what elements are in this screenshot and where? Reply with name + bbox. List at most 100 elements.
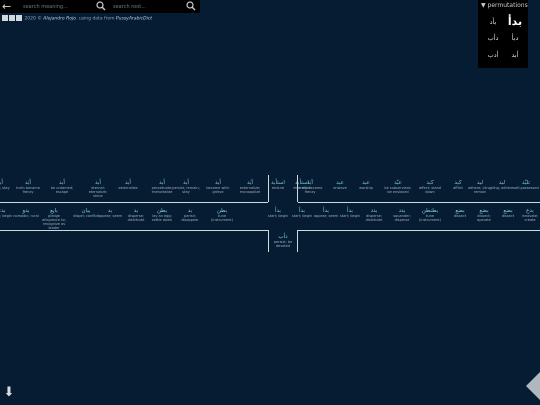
permutation-item[interactable]: بدأ <box>507 15 523 28</box>
word-arabic: دأب <box>278 234 288 240</box>
word-meaning: be untamed; escape <box>50 186 74 194</box>
word-arabic: آبَد <box>247 180 253 186</box>
permutation-item[interactable]: أدب <box>487 51 499 59</box>
word-arabic: استأبد <box>271 180 285 186</box>
word-arabic: بدو <box>22 208 30 214</box>
permutation-item[interactable]: دبأ <box>511 34 519 42</box>
word-meaning: truth become frenzy <box>16 186 40 194</box>
social-icon-3[interactable] <box>16 15 22 21</box>
word-node[interactable]: أبدmake; stay <box>0 180 14 190</box>
word-arabic: لبد <box>476 180 484 186</box>
word-meaning: appear; seem <box>313 214 339 218</box>
credits-line: 2020 © Alejandro Rojo. using data from P… <box>2 15 152 22</box>
word-meaning: squander; disperse <box>393 214 411 222</box>
permutations-title[interactable]: ▼ permutations <box>481 2 528 9</box>
word-meaning: disperse; distribute <box>365 214 383 222</box>
branch-line-right-down <box>297 230 298 252</box>
word-meaning: eternalize <box>293 186 311 190</box>
word-meaning: perpetuate; immortalize <box>151 186 173 194</box>
permutation-item[interactable]: دأب <box>487 34 499 42</box>
word-arabic: أبد <box>215 180 221 186</box>
word-arabic: بضع <box>455 208 465 214</box>
search-meaning-icon[interactable] <box>96 1 106 11</box>
word-meaning: affect; stand down <box>418 186 442 194</box>
word-arabic: بدء <box>0 208 6 214</box>
social-icon-1[interactable] <box>2 15 8 21</box>
word-meaning: make; stay <box>0 186 10 190</box>
collapse-toggle-icon[interactable]: ▼ <box>481 2 486 9</box>
word-arabic: بد <box>107 208 113 214</box>
social-icon-2[interactable] <box>9 15 15 21</box>
word-arabic: بطن <box>216 208 228 214</box>
search-root-icon[interactable] <box>186 1 196 11</box>
word-meaning: disperse; distribute <box>127 214 145 222</box>
word-arabic: آبَد <box>25 180 31 186</box>
word-arabic: بطنطن <box>421 208 439 214</box>
word-arabic: كبد <box>454 180 462 186</box>
permutations-label: permutations <box>487 2 528 9</box>
permutation-item[interactable]: بأد <box>489 18 497 26</box>
word-meaning: tune (instrument) <box>211 214 233 222</box>
word-arabic: بدأ <box>323 208 329 214</box>
branch-line-right <box>298 202 540 203</box>
word-arabic: بدأ <box>275 208 281 214</box>
credits-source-link[interactable]: PussyArabicDict <box>115 16 153 22</box>
word-arabic: بضع <box>503 208 513 214</box>
side-panel-tab[interactable] <box>526 372 540 400</box>
permutation-item[interactable]: أبد <box>511 51 519 59</box>
search-root-input[interactable] <box>110 1 185 12</box>
download-icon[interactable]: ⬇ <box>3 385 15 400</box>
word-arabic: بدد <box>398 208 406 214</box>
word-arabic: عبد <box>362 180 370 186</box>
word-meaning: become wild; grieve <box>206 186 230 194</box>
word-node[interactable]: بدءstart; begin <box>0 208 16 218</box>
word-meaning: persist; be devoted <box>273 240 293 248</box>
word-arabic: أبد <box>95 180 101 186</box>
search-meaning-input[interactable] <box>20 1 95 12</box>
word-meaning: self-possessed <box>513 186 539 190</box>
back-arrow-icon[interactable]: ← <box>2 0 12 13</box>
credits-author-link[interactable]: Alejandro Rojo <box>43 16 76 22</box>
word-arabic: بد <box>133 208 139 214</box>
